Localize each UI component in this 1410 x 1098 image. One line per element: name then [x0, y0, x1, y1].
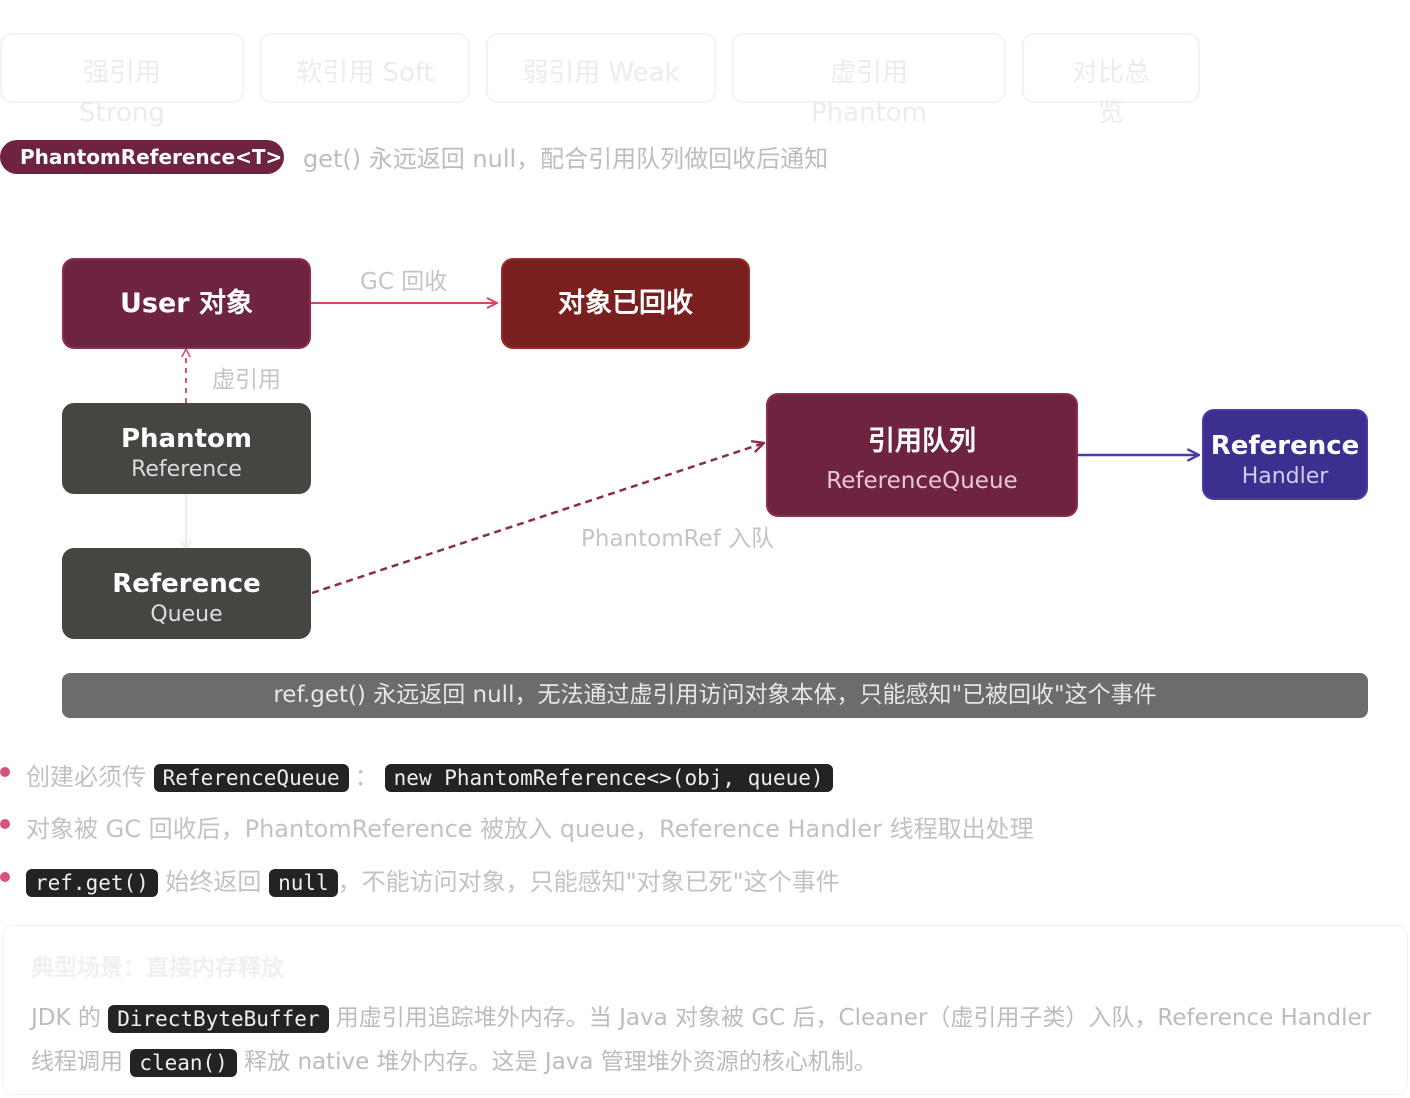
bullet-2-text: 对象被 GC 回收后，PhantomReference 被放入 queue，Re… [26, 815, 1034, 843]
tab-soft-label: 软引用 Soft [296, 58, 434, 88]
tab-weak-label: 弱引用 Weak [522, 58, 680, 88]
bullet-item: ref.get() 始终返回 null，不能访问对象，只能感知"对象已死"这个事… [0, 862, 1400, 902]
phantom-reference-diagram: User 对象 对象已回收 Phantom Reference Referenc… [62, 0, 1410, 718]
type-badge: PhantomReference<T> [0, 140, 284, 174]
tab-phantom[interactable]: 虚引用 Phantom [732, 33, 1006, 128]
bullet-item: 创建必须传 ReferenceQueue：new PhantomReferenc… [0, 757, 1400, 797]
node-phantom-reference-subtitle: Reference [131, 457, 242, 482]
node-reference-queue: 引用队列 ReferenceQueue [766, 393, 1078, 517]
node-reference-handler: Reference Handler [1202, 409, 1368, 500]
tab-compare-label: 对比总览 [1071, 58, 1150, 128]
scenario-card: 典型场景：直接内存释放 JDK 的 DirectByteBuffer 用虚引用追… [2, 925, 1408, 1095]
node-reference-queue-left: Reference Queue [62, 548, 311, 639]
bullet-3-mid: 始终返回 [157, 868, 270, 896]
scenario-text-3: 释放 native 堆外内存。这是 Java 管理堆外资源的核心机制。 [236, 1049, 877, 1075]
code-direct-byte-buffer: DirectByteBuffer [108, 1004, 329, 1033]
node-user-object: User 对象 [62, 258, 311, 349]
node-reference-queue-title: 引用队列 [868, 426, 976, 457]
bullet-3-suffix: ，不能访问对象，只能感知"对象已死"这个事件 [337, 868, 840, 896]
node-user-object-title: User 对象 [119, 288, 254, 319]
bullet-1-mid: ： [354, 763, 379, 791]
scenario-text-1: JDK 的 [31, 1005, 109, 1031]
tab-strong[interactable]: 强引用 Strong [0, 33, 244, 128]
tab-phantom-label: 虚引用 Phantom [811, 58, 927, 128]
scenario-text-2: 用虚引用追踪堆外内存。当 Java 对象被 GC 后，Cleaner（虚引用子类… [31, 1005, 1372, 1075]
node-reference-handler-title: Reference [1210, 431, 1360, 461]
bullet-dot [0, 872, 10, 882]
node-phantom-reference: Phantom Reference [62, 403, 311, 494]
tab-soft[interactable]: 软引用 Soft [260, 33, 470, 103]
node-reference-queue-subtitle: ReferenceQueue [826, 468, 1018, 494]
code-ref-get: ref.get() [26, 869, 158, 897]
code-new-phantom-reference: new PhantomReference<>(obj, queue) [384, 764, 833, 792]
diagram-edges [180, 0, 1410, 595]
edge-enqueue [311, 443, 764, 595]
edge-label-enqueue: PhantomRef 入队 [581, 526, 775, 552]
scenario-body: JDK 的 DirectByteBuffer 用虚引用追踪堆外内存。当 Java… [31, 996, 1391, 1084]
node-collected: 对象已回收 [501, 258, 750, 349]
node-collected-title: 对象已回收 [558, 288, 693, 319]
bullet-item: 对象被 GC 回收后，PhantomReference 被放入 queue，Re… [0, 809, 1400, 849]
tab-compare[interactable]: 对比总览 [1022, 33, 1200, 128]
type-description: get() 永远返回 null，配合引用队列做回收后通知 [303, 145, 829, 173]
code-reference-queue: ReferenceQueue [153, 764, 349, 792]
bullet-dot [0, 767, 10, 777]
node-reference-handler-subtitle: Handler [1241, 464, 1329, 489]
node-phantom-reference-title: Phantom [120, 424, 252, 454]
node-reference-queue-left-title: Reference [112, 569, 261, 599]
scenario-title: 典型场景：直接内存释放 [31, 955, 284, 981]
code-clean: clean() [130, 1048, 237, 1077]
edge-label-gc-collect: GC 回收 [360, 269, 448, 295]
tab-strong-label: 强引用 Strong [79, 58, 165, 128]
tab-weak[interactable]: 弱引用 Weak [486, 33, 716, 103]
code-null: null [269, 869, 338, 897]
diagram-note: ref.get() 永远返回 null，无法通过虚引用访问对象本体，只能感知"已… [62, 673, 1368, 718]
edge-label-phantom-link: 虚引用 [212, 367, 281, 393]
bullet-dot [0, 819, 10, 829]
node-reference-queue-left-subtitle: Queue [150, 602, 223, 627]
bullet-1-prefix: 创建必须传 [26, 763, 154, 791]
